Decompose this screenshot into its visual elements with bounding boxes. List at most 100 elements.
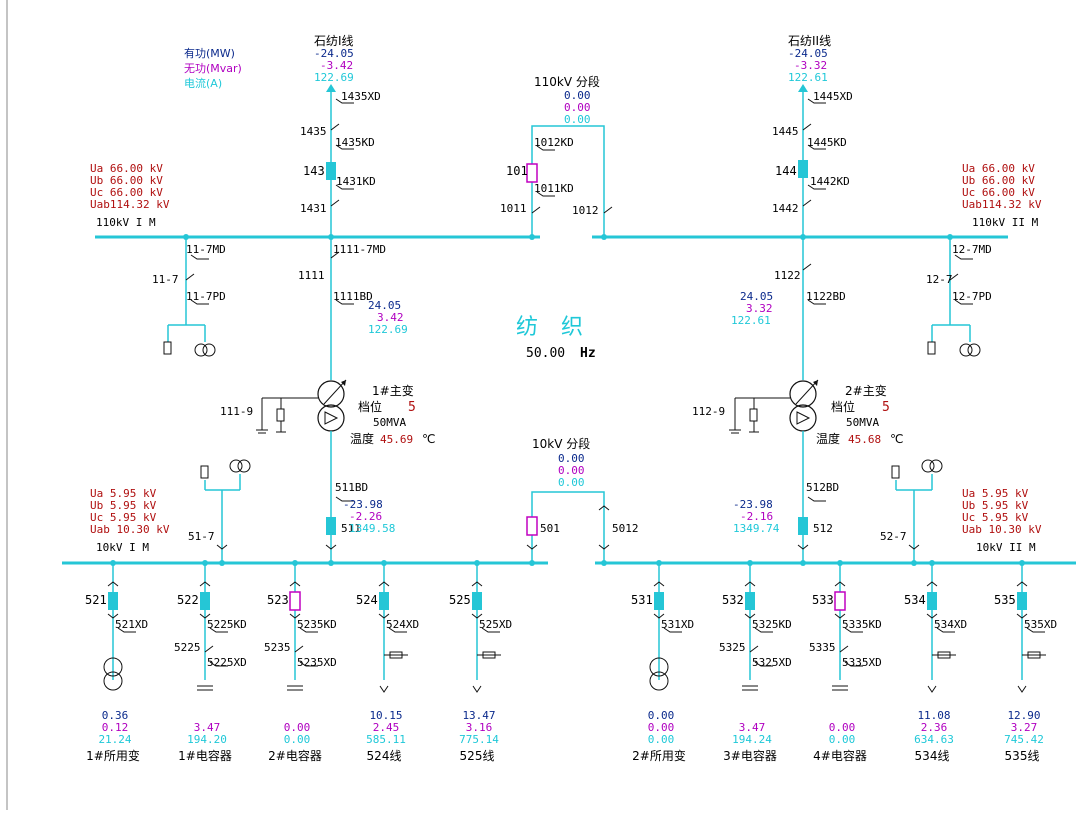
feeder-breaker[interactable] [289,591,301,611]
feeder-q: 0.00 [829,721,856,734]
transformer-1[interactable] [256,237,354,566]
feeder-name: 4#电容器 [813,748,867,763]
feeder-device-2: 5325 [719,641,746,654]
feeder-id: 533 [812,593,834,607]
feeder-plug [199,581,211,587]
feeder-switch [209,661,228,667]
feeder-p: 12.90 [1007,709,1040,722]
feeder-plug [378,613,390,619]
volt-row: Uab114.32 kV [962,198,1042,211]
label-12-7: 12-7 [926,273,953,286]
feeder-breaker[interactable] [1017,592,1027,610]
trafo1-temp-unit: ℃ [422,432,435,446]
aux-transformer [649,671,669,691]
trafo2-hv-i: 122.61 [731,314,771,327]
feeder-i: 0.00 [284,733,311,746]
section-110kv [526,125,613,237]
label-1445KD: 1445KD [807,136,847,149]
volt-row: Ua 66.00 kV [962,162,1035,175]
feeder-q: 0.00 [648,721,675,734]
feeder-plug [471,581,483,587]
label-1011KD: 1011KD [534,182,574,195]
label-144: 144 [775,164,797,178]
breaker-144[interactable] [798,160,808,178]
label-101: 101 [506,164,528,178]
voltage-110kv-right: Ua 66.00 kV Ub 66.00 kV Uc 66.00 kV Uab1… [962,162,1042,229]
trafo1-hv-p: 24.05 [368,299,401,312]
feeder-p: 0.36 [102,709,129,722]
feeder-breaker[interactable] [379,592,389,610]
feeder-plug [1016,613,1028,619]
feeder-p: 10.15 [369,709,402,722]
trafo1-hv-q: 3.42 [377,311,404,324]
label-12-7PD: 12-7PD [952,290,992,303]
feeder-breaker[interactable] [927,592,937,610]
feeder-device-3: 5235XD [297,656,337,669]
feeder-id: 535 [994,593,1016,607]
label-1011: 1011 [500,202,527,215]
bus-label: 110kV I M [96,216,156,229]
label-1442: 1442 [772,202,799,215]
aux-transformer [103,671,123,691]
feeder-q: 0.12 [102,721,129,734]
feeder-breaker[interactable] [834,591,846,611]
feeder-switch [1026,627,1045,633]
trafo2-hv-p: 24.05 [740,290,773,303]
trafo2-temp-label: 温度 [816,431,840,446]
feeder-device-3: 5225XD [207,656,247,669]
feeder-id: 523 [267,593,289,607]
volt-row: Ua 5.95 kV [962,487,1029,500]
feeder-plug [107,613,119,619]
transformer-2[interactable] [729,237,826,566]
feeder-device-1: 524XD [386,618,419,631]
feeder-plug [289,613,301,619]
volt-row: Ub 66.00 kV [962,174,1035,187]
trafo2-tap-label: 档位 [831,399,855,414]
feeder-switch [844,627,863,633]
feeder-breaker[interactable] [200,592,210,610]
breaker-511[interactable] [326,517,336,535]
feeder-breaker[interactable] [108,592,118,610]
feeder-device-1: 534XD [934,618,967,631]
sec10-p: 0.00 [558,452,585,465]
volt-row: Ub 66.00 kV [90,174,163,187]
feeder-device-2: 5225 [174,641,201,654]
label-1122BD: 1122BD [806,290,846,303]
volt-row: Uc 66.00 kV [962,186,1035,199]
feeder-arrow [927,685,937,693]
feeder-switch [209,627,228,633]
breaker-143[interactable] [326,162,336,180]
breaker-101[interactable] [526,163,538,183]
feeder-p: 13.47 [462,709,495,722]
aux-transformer [649,657,669,677]
feeder-breaker[interactable] [745,592,755,610]
label-1122: 1122 [774,269,801,282]
feeder-plug [289,581,301,587]
pt-branch-10kv-1 [200,459,251,566]
label-501: 501 [540,522,560,535]
feeder-breaker[interactable] [472,592,482,610]
volt-row: Uc 66.00 kV [90,186,163,199]
feeder-breaker[interactable] [654,592,664,610]
feeder-device-1: 535XD [1024,618,1057,631]
label-511BD: 511BD [335,481,368,494]
feeder-switch [204,645,214,653]
feeder-device-1: 531XD [661,618,694,631]
trafo1-tap: 5 [408,400,416,415]
label-11-7MD: 11-7MD [186,243,226,256]
feeder-device-1: 5335KD [842,618,882,631]
feeder-name: 524线 [367,749,402,763]
feeder-plug [199,613,211,619]
breaker-501[interactable] [526,516,538,536]
breaker-512[interactable] [798,517,808,535]
